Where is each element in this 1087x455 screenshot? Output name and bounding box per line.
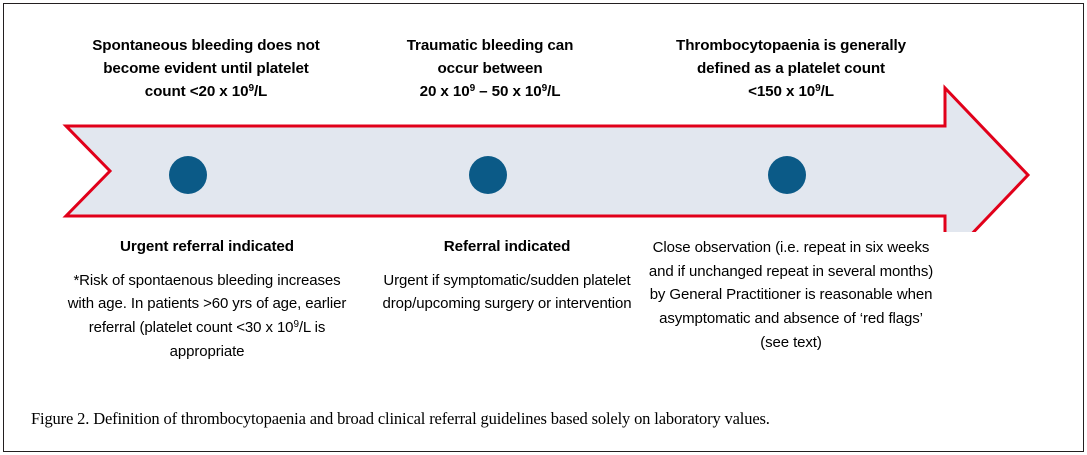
top-label-traumatic-bleeding: Traumatic bleeding can occur between 20 … bbox=[370, 34, 610, 103]
top-label-2-line1: Thrombocytopaenia is generally bbox=[676, 37, 906, 54]
column-body: Urgent if symptomatic/sudden platelet dr… bbox=[382, 271, 632, 313]
arrow-band bbox=[0, 80, 1087, 232]
top-label-1-value: 20 x 109 – 50 x 109/L bbox=[419, 83, 561, 101]
top-label-1-line1: Traumatic bleeding can bbox=[406, 37, 574, 54]
top-label-spontaneous-bleeding: Spontaneous bleeding does not become evi… bbox=[56, 34, 356, 103]
column-heading: Urgent referral indicated bbox=[120, 238, 294, 255]
column-body: Close observation (i.e. repeat in six we… bbox=[648, 239, 934, 351]
top-label-thrombocytopaenia-definition: Thrombocytopaenia is generally defined a… bbox=[638, 34, 944, 103]
exponent: 9 bbox=[248, 83, 254, 95]
top-label-2-value: <150 x 109/L bbox=[748, 83, 834, 101]
top-label-0-value: count <20 x 109/L bbox=[144, 83, 268, 101]
continuum-arrow bbox=[62, 84, 1031, 232]
exponent: 9 bbox=[293, 319, 299, 331]
top-label-1-line2: occur between bbox=[437, 60, 543, 78]
arrow-shape bbox=[62, 84, 1031, 232]
top-label-0-line1: Spontaneous bleeding does not bbox=[92, 37, 320, 54]
exponent: 9 bbox=[541, 83, 548, 95]
stage-marker-3 bbox=[768, 156, 806, 194]
bottom-column-referral-indicated: Referral indicated Urgent if symptomatic… bbox=[366, 236, 648, 316]
top-label-2-line2: defined as a platelet count bbox=[696, 60, 886, 78]
stage-marker-1 bbox=[169, 156, 207, 194]
bottom-column-close-observation: Close observation (i.e. repeat in six we… bbox=[646, 236, 936, 354]
figure-caption: Figure 2. Definition of thrombocytopaeni… bbox=[31, 409, 770, 428]
exponent: 9 bbox=[815, 83, 821, 95]
top-label-row: Spontaneous bleeding does not become evi… bbox=[0, 34, 1087, 110]
exponent: 9 bbox=[469, 83, 476, 95]
bottom-column-urgent-referral: Urgent referral indicated *Risk of spont… bbox=[62, 236, 352, 364]
stage-marker-2 bbox=[469, 156, 507, 194]
top-label-0-line2: become evident until platelet bbox=[103, 60, 309, 78]
column-heading: Referral indicated bbox=[443, 238, 571, 255]
figure-border bbox=[3, 3, 1084, 452]
column-body: *Risk of spontaenous bleeding increases … bbox=[67, 271, 347, 360]
